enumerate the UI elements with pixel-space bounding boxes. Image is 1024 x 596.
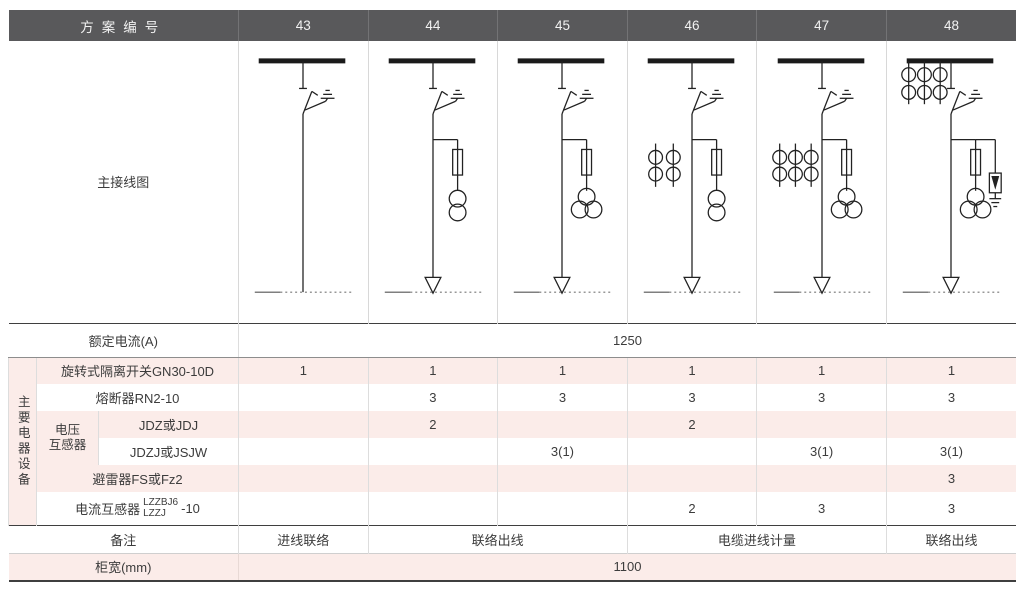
wiring-diagram-43 xyxy=(255,58,354,293)
equipment-value: 2 xyxy=(626,492,757,525)
equipment-value: 1 xyxy=(238,357,369,384)
cabinet-width-value: 1100 xyxy=(238,552,1016,582)
equipment-value xyxy=(626,438,757,465)
diagram-row-label: 主接线图 xyxy=(97,175,150,191)
scheme-number: 46 xyxy=(626,10,757,41)
equipment-label: JDZJ或JSJW xyxy=(97,438,239,465)
equipment-value: 3 xyxy=(497,384,628,411)
equipment-value xyxy=(885,411,1016,438)
diagram-row: 主接线图 xyxy=(9,41,1016,323)
equipment-row-arrester: 避雷器FS或Fz2 3 xyxy=(9,465,1016,492)
wiring-diagram-48 xyxy=(901,58,1003,295)
equipment-value: 3 xyxy=(885,465,1016,492)
remark-value: 联络出线 xyxy=(885,524,1016,553)
diagram-cell xyxy=(497,41,628,323)
wiring-diagram-47 xyxy=(771,58,872,295)
equipment-value xyxy=(367,438,498,465)
diagram-cell xyxy=(367,41,498,323)
scheme-number: 44 xyxy=(367,10,498,41)
ct-label-suffix: -10 xyxy=(181,500,200,516)
equipment-value xyxy=(238,492,369,525)
equipment-value: 3 xyxy=(626,384,757,411)
remark-value: 电缆进线计量 xyxy=(626,524,887,553)
equipment-value xyxy=(756,411,887,438)
equipment-value xyxy=(626,465,757,492)
cabinet-width-row: 柜宽(mm) 1100 xyxy=(8,552,1016,582)
equipment-value: 1 xyxy=(626,357,757,384)
remark-value: 联络出线 xyxy=(367,524,628,553)
equipment-group-label: 主要电器设备 xyxy=(8,357,37,525)
rated-current-value: 1250 xyxy=(238,322,1016,358)
equipment-label: 避雷器FS或Fz2 xyxy=(35,465,239,492)
equipment-value: 1 xyxy=(367,357,498,384)
equipment-value: 3 xyxy=(885,384,1016,411)
equipment-row-disconnector: 主要电器设备 旋转式隔离开关GN30-10D 1 1 1 1 1 1 xyxy=(8,357,1016,525)
equipment-value: 1 xyxy=(756,357,887,384)
rated-current-label: 额定电流(A) xyxy=(8,322,239,358)
remark-value: 进线联络 xyxy=(238,524,369,553)
scheme-number-header: 方案编号 xyxy=(8,10,239,41)
header-row: 方案编号 43 44 45 46 47 48 xyxy=(8,10,1016,41)
equipment-value: 3(1) xyxy=(497,438,628,465)
scheme-number: 47 xyxy=(756,10,887,41)
equipment-value xyxy=(497,492,628,525)
rated-current-row: 额定电流(A) 1250 xyxy=(8,322,1016,358)
equipment-value: 3 xyxy=(367,384,498,411)
scheme-number: 48 xyxy=(885,10,1016,41)
remarks-label: 备注 xyxy=(8,524,239,553)
equipment-value: 3(1) xyxy=(885,438,1016,465)
equipment-value xyxy=(497,465,628,492)
equipment-value: 1 xyxy=(885,357,1016,384)
equipment-row-vt-jdz: 电压 互感器 JDZ或JDJ 2 2 xyxy=(9,411,1016,465)
equipment-label: 旋转式隔离开关GN30-10D xyxy=(35,357,239,384)
remarks-row: 备注 进线联络 联络出线 电缆进线计量 联络出线 xyxy=(8,524,1016,553)
equipment-label: 熔断器RN2-10 xyxy=(35,384,239,411)
equipment-value xyxy=(367,492,498,525)
scheme-number: 45 xyxy=(497,10,628,41)
equipment-value: 3 xyxy=(885,492,1016,525)
wiring-diagram-45 xyxy=(514,58,613,295)
ct-model-stack: LZZBJ6 LZZJ xyxy=(143,497,179,520)
equipment-value xyxy=(238,411,369,438)
diagram-cell xyxy=(885,41,1016,323)
equipment-value xyxy=(497,411,628,438)
wiring-diagram-44 xyxy=(384,58,484,295)
wiring-diagram-46 xyxy=(643,58,743,295)
equipment-row-vt-jdzj: JDZJ或JSJW 3(1) 3(1) 3(1) xyxy=(9,438,1016,465)
diagram-cell xyxy=(626,41,757,323)
diagram-cell xyxy=(756,41,887,323)
equipment-value xyxy=(756,465,887,492)
equipment-row-ct: 电流互感器 LZZBJ6 LZZJ -10 2 3 3 xyxy=(9,492,1016,525)
equipment-value xyxy=(367,465,498,492)
ct-label-prefix: 电流互感器 xyxy=(75,501,141,517)
equipment-value: 1 xyxy=(497,357,628,384)
scheme-table: 方案编号 43 44 45 46 47 48 主接线图 额定电流(A) 1250… xyxy=(8,10,1016,582)
scheme-number: 43 xyxy=(238,10,369,41)
equipment-value xyxy=(238,465,369,492)
equipment-label: JDZ或JDJ xyxy=(97,411,239,438)
page: 方案编号 43 44 45 46 47 48 主接线图 额定电流(A) 1250… xyxy=(8,10,1016,582)
equipment-value xyxy=(238,384,369,411)
equipment-value: 2 xyxy=(367,411,498,438)
equipment-value: 3(1) xyxy=(756,438,887,465)
equipment-value: 3 xyxy=(756,492,887,525)
voltage-transformer-group-label: 电压 互感器 xyxy=(36,411,99,465)
equipment-value: 2 xyxy=(626,411,757,438)
equipment-value xyxy=(238,438,369,465)
equipment-label: 电流互感器 LZZBJ6 LZZJ -10 xyxy=(35,492,239,525)
equipment-value: 3 xyxy=(756,384,887,411)
equipment-row-fuse: 熔断器RN2-10 3 3 3 3 3 xyxy=(9,384,1016,411)
cabinet-width-label: 柜宽(mm) xyxy=(8,552,239,582)
diagram-cell xyxy=(238,41,369,323)
